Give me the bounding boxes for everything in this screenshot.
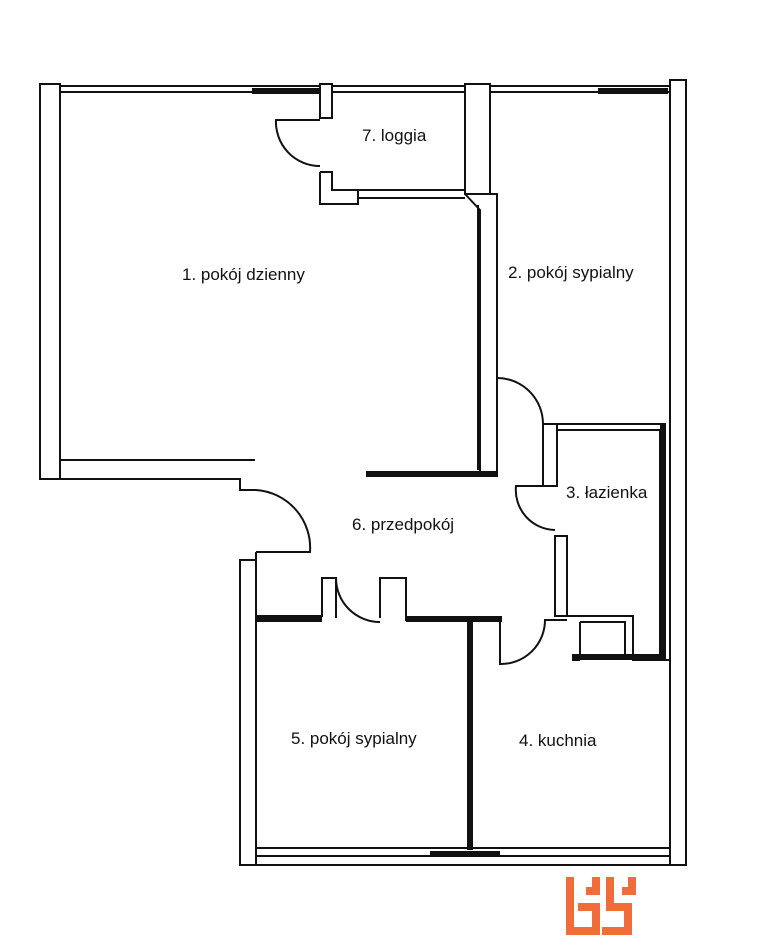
wall-thick-bath-bottom	[572, 654, 666, 660]
room-label-bathroom: 3. łazienka	[566, 483, 648, 502]
wall-left-outer	[39, 83, 61, 480]
room-label-loggia: 7. loggia	[362, 126, 427, 145]
wall-loggia-post-bottom	[319, 171, 359, 205]
room-label-bedroom-5: 5. pokój sypialny	[291, 729, 417, 748]
wall-thick-top-2	[598, 88, 668, 94]
wall-thick-kitchen-top	[406, 616, 502, 622]
wall-bathroom-left-lower	[554, 535, 568, 617]
wall-living-bottom	[40, 478, 256, 491]
wall-center	[464, 83, 491, 195]
wall-bedroom5-top	[256, 577, 337, 618]
wall-bathroom-duct	[579, 621, 626, 657]
room-label-kitchen: 4. kuchnia	[519, 731, 597, 750]
wall-thick-bath-right	[660, 424, 666, 660]
door-bedroom2-arc	[496, 377, 544, 425]
wall-thick-bottom-1	[430, 851, 500, 857]
agency-logo-icon	[566, 877, 636, 935]
wall-thick-center-bottom	[366, 471, 496, 477]
door-bathroom	[514, 485, 556, 531]
wall-thick-partition	[467, 622, 473, 850]
door-bedroom5	[335, 577, 381, 623]
wall-thick-bedroom5-top	[256, 616, 322, 622]
wall-center-lower	[464, 193, 498, 477]
door-kitchen	[499, 619, 567, 666]
room-label-bedroom-2: 2. pokój sypialny	[508, 263, 634, 282]
wall-bathroom-left	[542, 423, 558, 487]
room-label-living-room: 1. pokój dzienny	[182, 265, 305, 284]
room-label-hallway: 6. przedpokój	[352, 515, 455, 534]
wall-bedroom5-left	[239, 559, 257, 866]
wall-loggia-post-top	[319, 83, 333, 119]
wall-right-outer	[669, 79, 687, 866]
wall-thick-top-1	[252, 88, 320, 94]
wall-bedroom5-top-2	[379, 577, 470, 621]
door-loggia	[274, 119, 321, 168]
door-living	[255, 489, 312, 553]
